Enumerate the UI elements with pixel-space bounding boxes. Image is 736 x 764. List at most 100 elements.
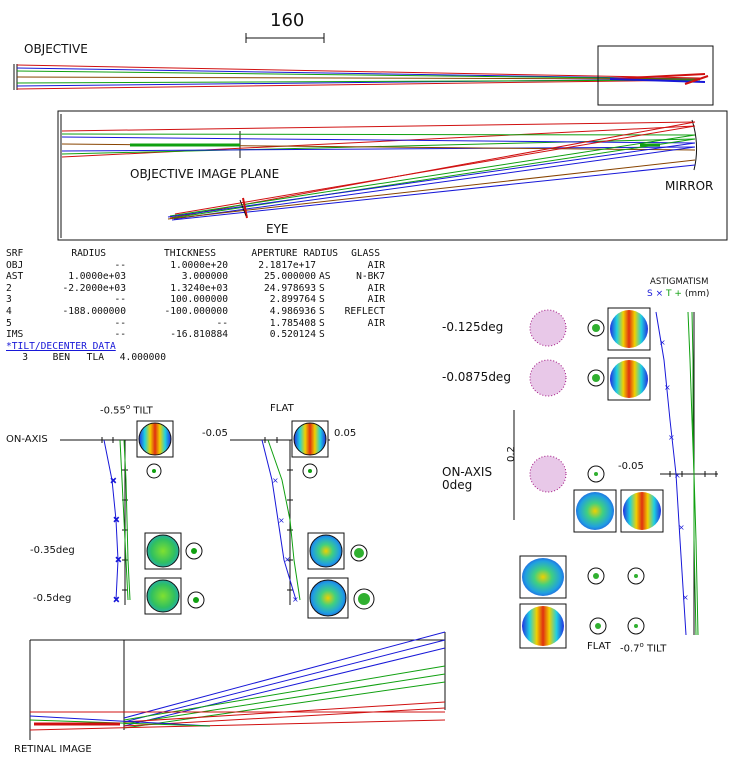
- field-label-on-axis-right: ON-AXIS: [442, 465, 493, 479]
- svg-text:×: ×: [659, 338, 666, 347]
- tilt-value-label: -0.55: [100, 405, 126, 417]
- field-label-05: -0.5deg: [33, 593, 72, 604]
- header-aperture: APERTURE RADIUS: [251, 248, 338, 259]
- tilt-srf: 3: [22, 352, 28, 364]
- cell-srf: 2: [6, 282, 12, 294]
- cell-flag: S: [319, 329, 325, 341]
- right-spot-diagrams: [513, 307, 664, 649]
- cell-aperture: 1.785408: [269, 317, 316, 329]
- retinal-image-label: RETINAL IMAGE: [14, 744, 92, 755]
- tilt-row: 3 BEN TLA 4.000000: [6, 352, 385, 364]
- left-flat-plot: ××××: [230, 437, 330, 605]
- legend-t: T: [666, 289, 672, 299]
- cell-radius: --: [114, 317, 126, 329]
- tilt-decenter-header[interactable]: *TILT/DECENTER DATA: [6, 341, 385, 353]
- astigmatism-plot: × × × × × ×: [655, 311, 718, 636]
- legend-unit: (mm): [684, 289, 710, 299]
- cell-srf: IMS: [6, 329, 24, 341]
- cell-flag: AS: [319, 271, 331, 283]
- left-axis-pos: 0.05: [334, 428, 357, 439]
- scale-bar: [245, 33, 325, 43]
- cell-flag: S: [319, 317, 325, 329]
- right-tilt-value: -0.7: [620, 643, 640, 655]
- cell-thickness: 100.000000: [170, 294, 228, 306]
- objective-ray-overview: [13, 45, 714, 106]
- tilt-decenter-link[interactable]: *TILT/DECENTER DATA: [6, 340, 116, 352]
- tilt-value: 4.000000: [119, 352, 166, 364]
- cell-srf: OBJ: [6, 259, 24, 271]
- cell-glass: REFLECT: [344, 305, 385, 317]
- cell-thickness: 1.0000e+20: [170, 259, 228, 271]
- table-row: OBJ -- 1.0000e+20 2.1817e+17 AIR: [6, 260, 385, 272]
- cell-thickness: --: [216, 317, 228, 329]
- cell-aperture: 25.000000: [264, 271, 316, 283]
- field-label-0deg: 0deg: [442, 478, 473, 492]
- objective-image-plane-label: OBJECTIVE IMAGE PLANE: [130, 167, 280, 181]
- header-glass: GLASS: [351, 248, 380, 259]
- tilt-suffix-label: TILT: [133, 405, 153, 417]
- legend-s: S: [647, 289, 653, 299]
- svg-text:×: ×: [292, 595, 299, 604]
- cell-radius: --: [114, 259, 126, 271]
- astigmatism-title: ASTIGMATISM: [650, 277, 709, 287]
- cell-glass: AIR: [367, 259, 385, 271]
- cell-aperture: 2.1817e+17: [258, 259, 316, 271]
- field-label-035: -0.35deg: [30, 545, 75, 556]
- svg-text:×: ×: [678, 523, 685, 532]
- right-tilt-suffix: TILT: [647, 643, 667, 655]
- svg-text:×: ×: [113, 595, 120, 604]
- cell-aperture: 24.978693: [264, 282, 316, 294]
- cell-thickness: -16.810884: [170, 329, 228, 341]
- cell-glass: AIR: [367, 294, 385, 306]
- cell-thickness: 3.000000: [181, 271, 228, 283]
- cell-glass: N-BK7: [356, 271, 385, 283]
- mirror-ray-detail: [57, 110, 728, 241]
- left-axis-neg: -0.05: [202, 428, 228, 439]
- cell-srf: AST: [6, 271, 24, 283]
- svg-text:×: ×: [115, 555, 122, 564]
- cell-thickness: 1.3240e+03: [170, 282, 228, 294]
- objective-label: OBJECTIVE: [24, 42, 88, 56]
- cell-aperture: 4.986936: [269, 305, 316, 317]
- svg-text:×: ×: [674, 471, 681, 480]
- left-tilt-title: -0.55o TILT: [100, 403, 153, 417]
- tilt-type: BEN: [52, 352, 70, 364]
- svg-text:×: ×: [668, 433, 675, 442]
- eye-label: EYE: [266, 222, 289, 236]
- field-label-00875: -0.0875deg: [442, 370, 511, 384]
- svg-text:×: ×: [278, 516, 285, 525]
- tilt-param: TLA: [86, 352, 104, 364]
- cell-radius: -2.2000e+03: [62, 282, 126, 294]
- svg-text:×: ×: [284, 555, 291, 564]
- header-thickness: THICKNESS: [164, 248, 216, 259]
- svg-text:×: ×: [110, 476, 117, 485]
- cell-glass: AIR: [367, 282, 385, 294]
- cell-radius: 1.0000e+03: [68, 271, 126, 283]
- vertical-tick-label: 0.2: [506, 446, 517, 462]
- left-tilt-plot: ××××: [60, 437, 140, 605]
- svg-text:×: ×: [664, 383, 671, 392]
- scale-bar-label: 160: [270, 10, 305, 31]
- astigmatism-legend: S × T + (mm): [647, 289, 709, 299]
- cell-srf: 4: [6, 305, 12, 317]
- svg-text:×: ×: [682, 593, 689, 602]
- cell-glass: AIR: [367, 317, 385, 329]
- left-flat-title: FLAT: [270, 403, 294, 414]
- cell-flag: S: [319, 305, 325, 317]
- wavefront-maps: [136, 420, 375, 619]
- legend-plus-marker: +: [674, 289, 682, 299]
- header-srf: SRF: [6, 248, 24, 259]
- mirror-label: MIRROR: [665, 179, 714, 193]
- cell-thickness: -100.000000: [164, 305, 228, 317]
- cell-radius: --: [114, 294, 126, 306]
- cell-srf: 3: [6, 294, 12, 306]
